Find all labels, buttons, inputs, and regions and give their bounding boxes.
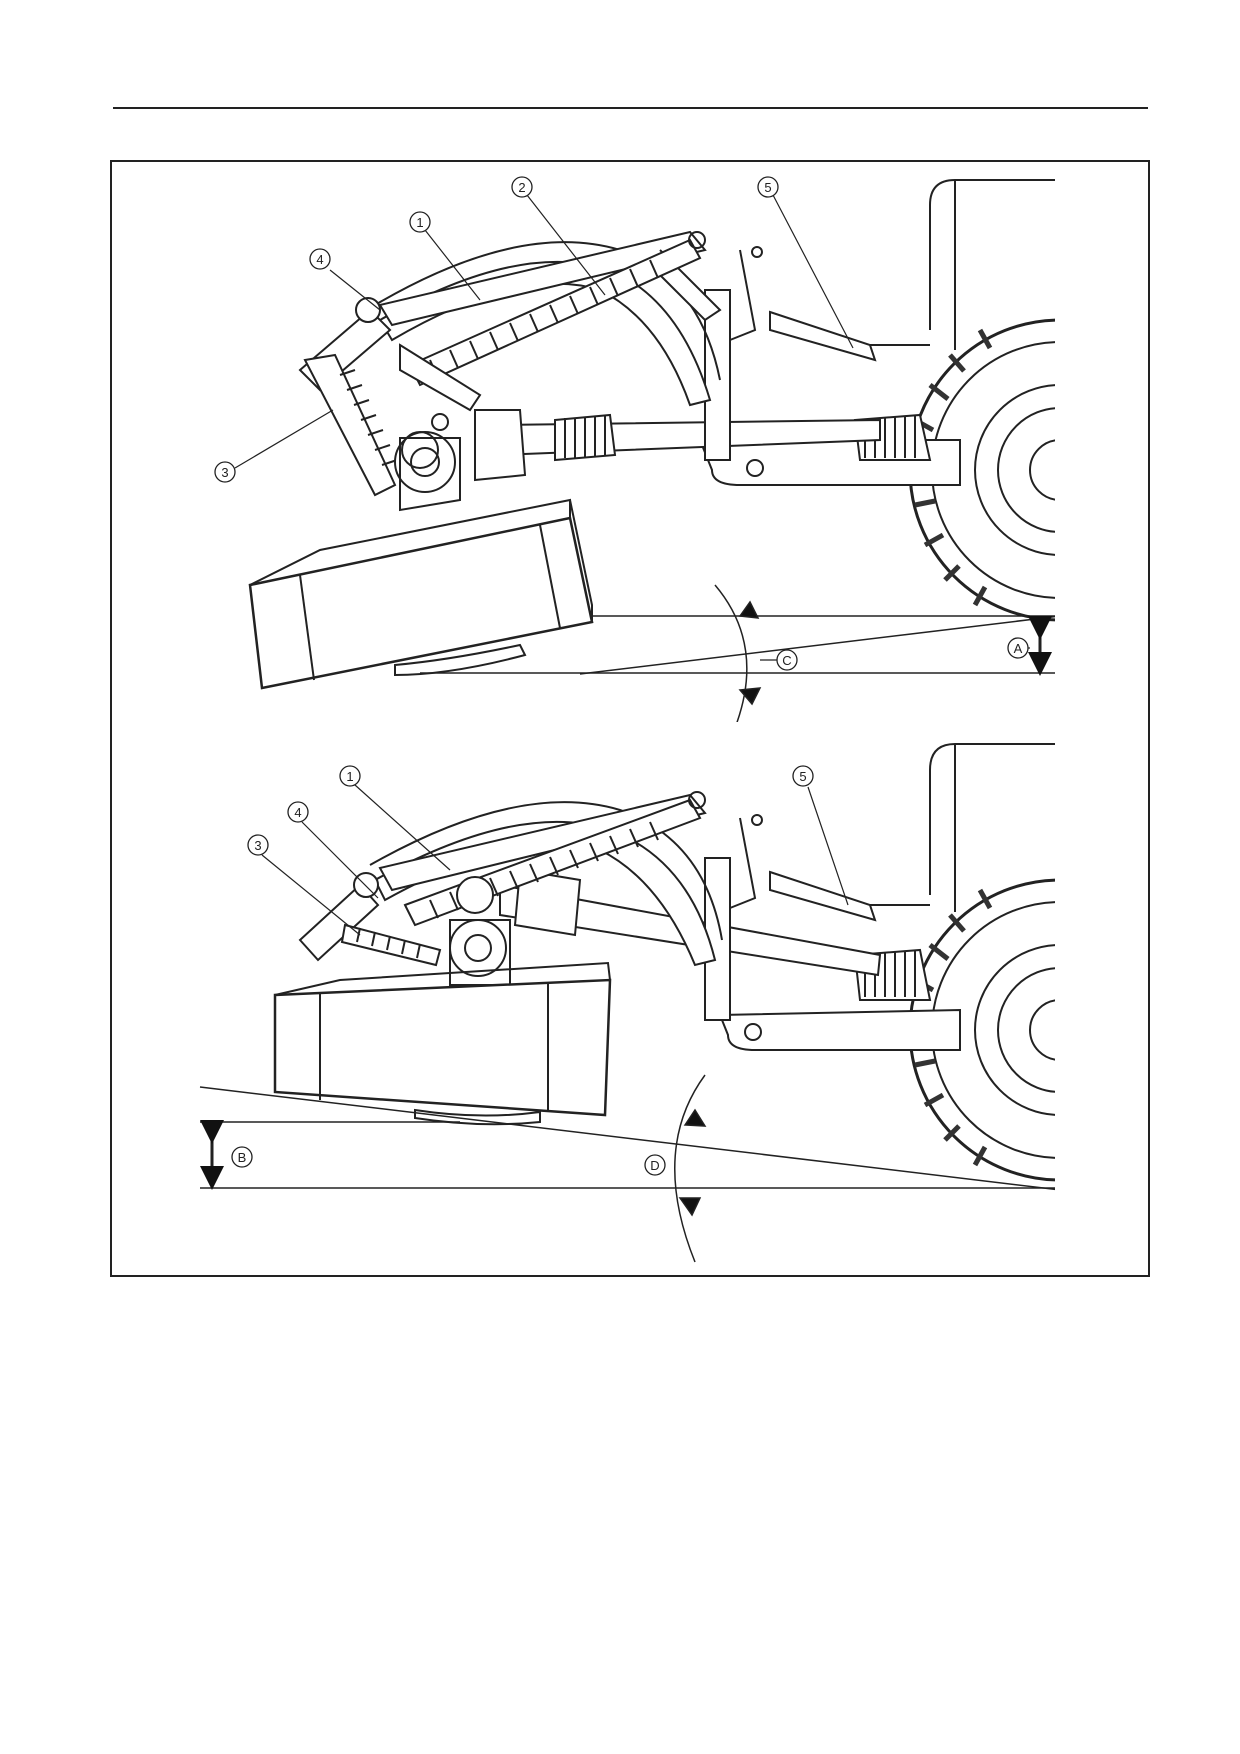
tractor-cab-lower — [929, 743, 1055, 912]
upper-callout-1: 1 — [416, 215, 423, 230]
headstock-frame-lower — [704, 814, 763, 1021]
drive-shaft — [474, 409, 881, 482]
lower-view — [199, 743, 1055, 1263]
lower-callout-labels: 1 3 4 5 B D — [238, 769, 807, 1173]
upper-callout-4: 4 — [316, 252, 323, 267]
angle-arc-c — [714, 584, 762, 722]
upper-view — [248, 179, 1055, 722]
header-rule — [113, 107, 1148, 109]
lower-link-lower — [718, 948, 961, 1051]
lower-callout-4: 4 — [294, 805, 301, 820]
angle-label-c: C — [782, 653, 791, 668]
pivot-linkage-lower — [298, 872, 442, 967]
upper-callouts — [234, 194, 1030, 661]
gearbox — [394, 431, 461, 512]
dimension-label-b: B — [238, 1150, 247, 1165]
reference-lines-lower — [199, 1086, 1055, 1191]
gearbox-lower — [449, 876, 511, 986]
upper-callout-labels: 1 2 3 4 5 A C — [221, 180, 1022, 668]
lower-callout-3: 3 — [254, 838, 261, 853]
lower-callout-circles — [231, 765, 814, 1176]
top-link-lower — [769, 870, 930, 922]
headstock-frame — [704, 246, 763, 461]
top-link — [769, 310, 930, 362]
reference-lines — [420, 615, 1055, 675]
dimension-label-a: A — [1014, 641, 1023, 656]
lower-callouts — [261, 784, 849, 936]
angle-label-d: D — [650, 1158, 659, 1173]
lower-callout-5: 5 — [799, 769, 806, 784]
lower-link — [698, 413, 961, 486]
mower-deck-lower — [273, 961, 612, 1126]
lower-callout-1: 1 — [346, 769, 353, 784]
upper-callout-5: 5 — [764, 180, 771, 195]
upper-callout-circles — [214, 176, 1029, 671]
angle-arc-d — [674, 1074, 707, 1263]
mower-deck — [248, 498, 594, 690]
tractor-cab — [929, 179, 1055, 350]
tension-spring — [303, 353, 398, 497]
figure-frame — [110, 160, 1150, 1277]
upper-callout-2: 2 — [518, 180, 525, 195]
upper-callout-3: 3 — [221, 465, 228, 480]
